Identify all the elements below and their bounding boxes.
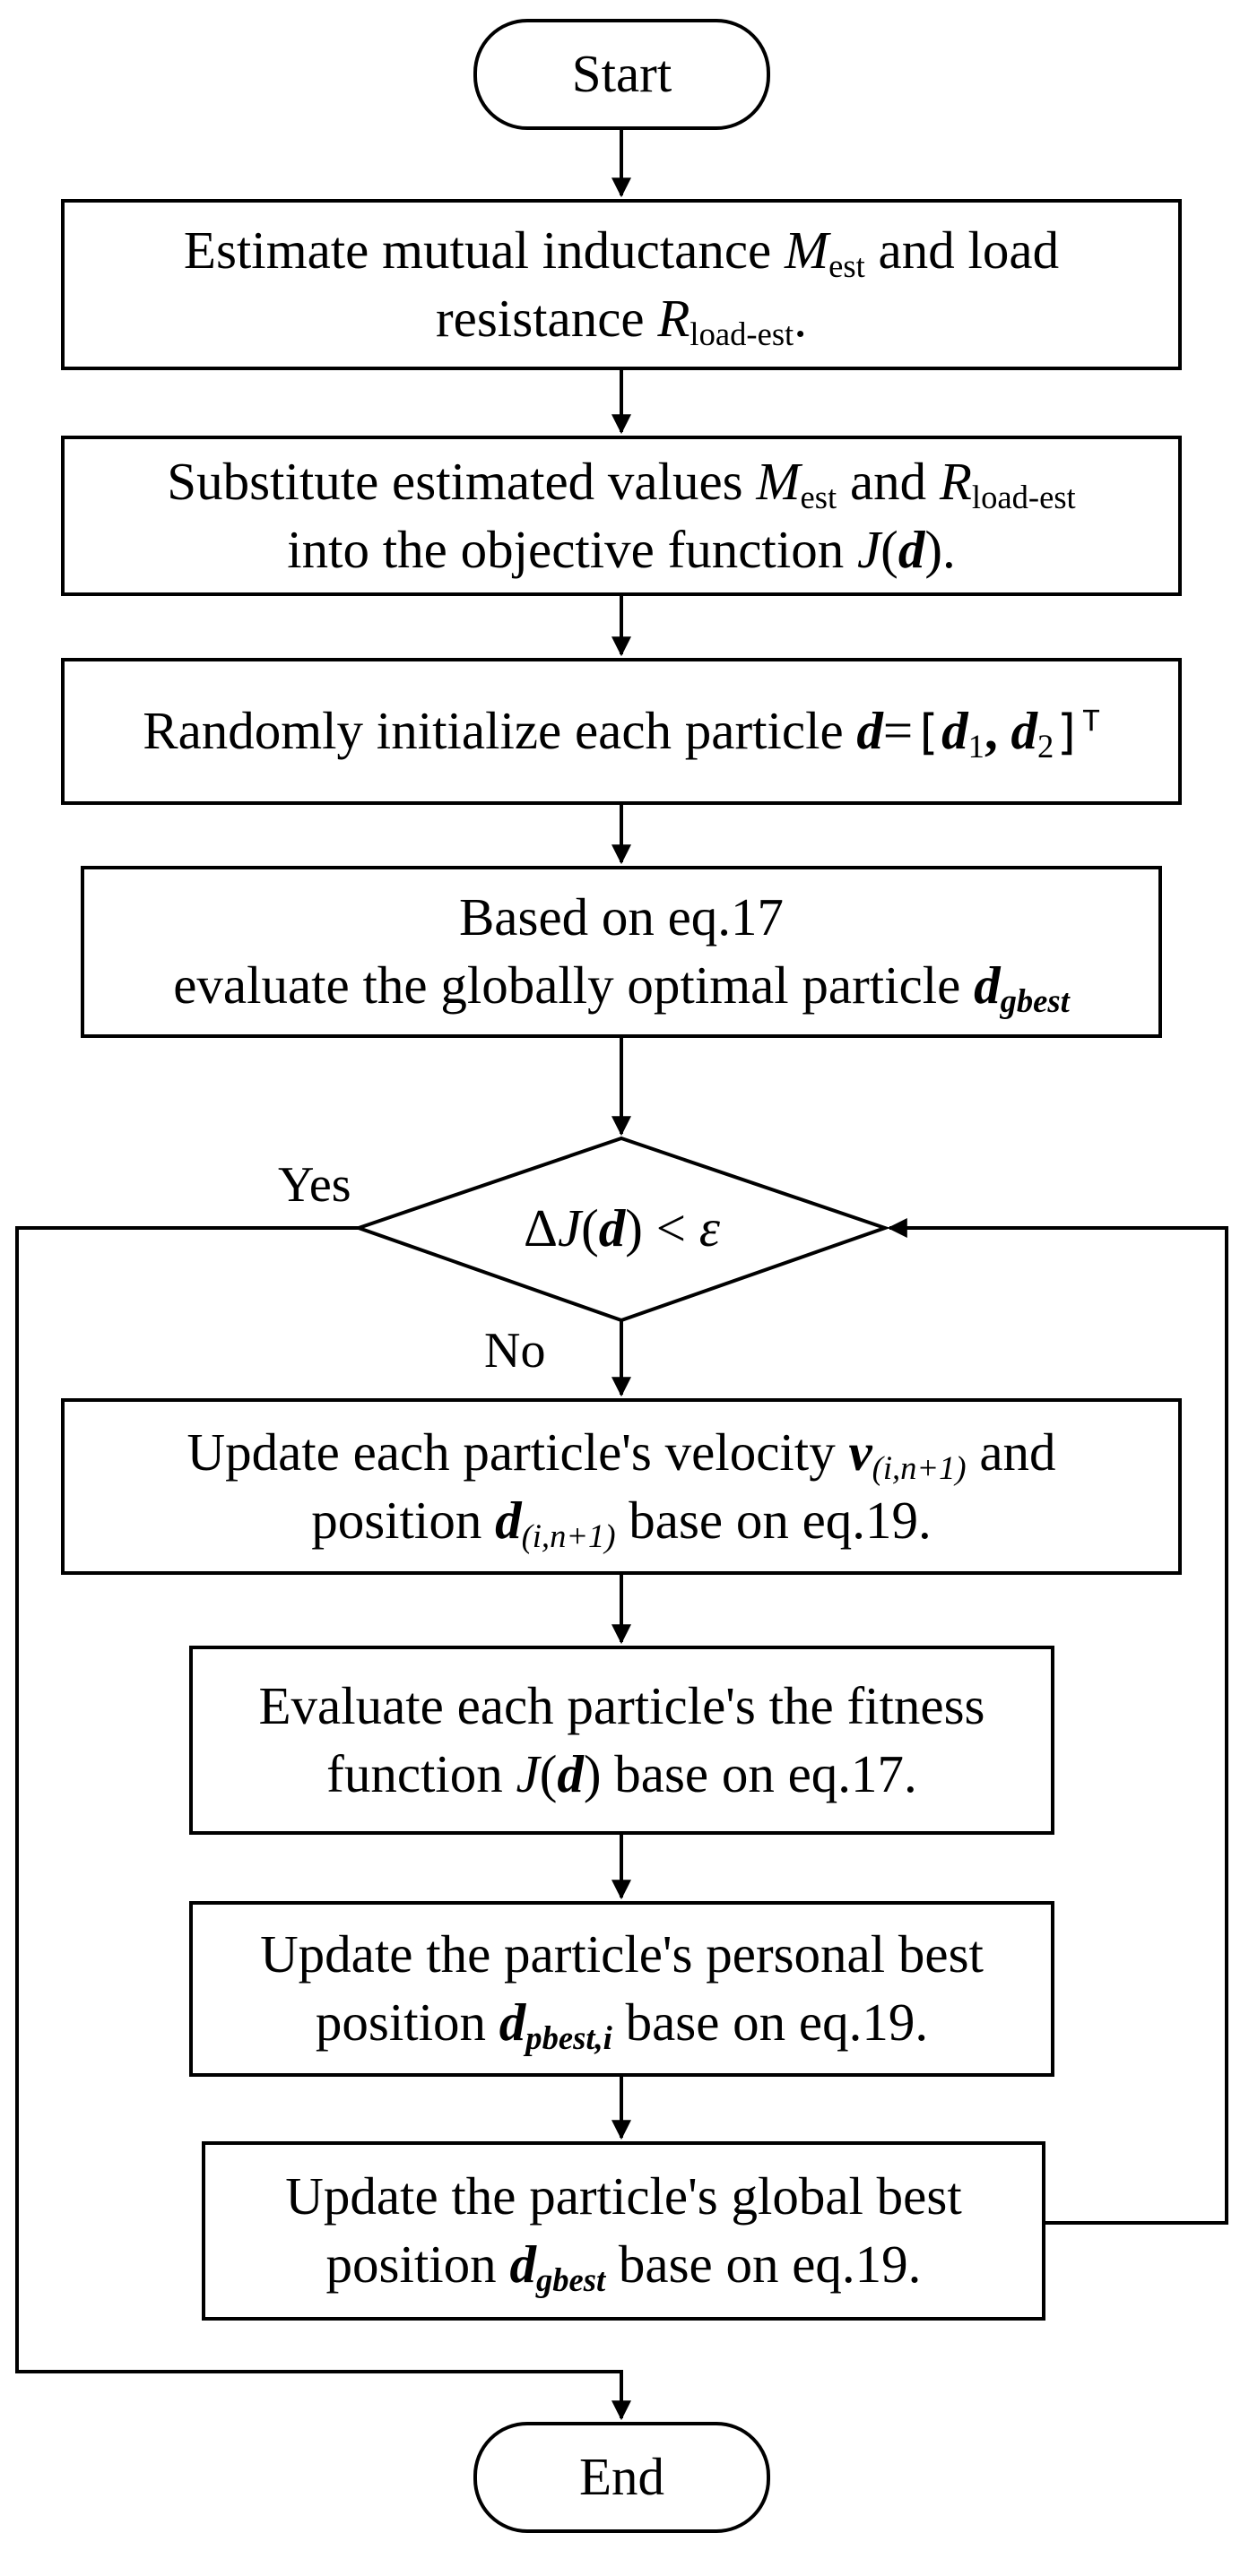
substitute-process: Substitute estimated values Mest and Rlo… — [61, 436, 1182, 596]
evaluate-global-line-1: Based on eq.17 — [458, 887, 785, 947]
no-label: No — [484, 1323, 546, 1379]
estimate-line-1: Estimate mutual inductance Mest and load — [183, 220, 1060, 285]
estimate-line-2: resistance Rload-est. — [436, 288, 807, 352]
update-velocity-line-1: Update each particle's velocity v(i,n+1)… — [186, 1422, 1056, 1487]
start-terminal: Start — [473, 19, 770, 130]
arrow-decision-yes — [15, 1226, 631, 2421]
end-terminal: End — [473, 2422, 770, 2533]
update-velocity-line-2: position d(i,n+1) base on eq.19. — [311, 1490, 932, 1554]
update-personal-line-2: position dpbest,i base on eq.19. — [315, 1993, 929, 2057]
evaluate-fitness-process: Evaluate each particle's the fitness fun… — [189, 1646, 1054, 1835]
evaluate-global-line-2: evaluate the globally optimal particle d… — [173, 955, 1070, 1020]
arrow-loop-back — [887, 1218, 1228, 2225]
update-velocity-process: Update each particle's velocity v(i,n+1)… — [61, 1398, 1182, 1575]
estimate-process: Estimate mutual inductance Mest and load… — [61, 199, 1182, 370]
start-label: Start — [571, 44, 672, 104]
update-global-line-1: Update the particle's global best — [285, 2166, 962, 2226]
substitute-line-2: into the objective function J(d). — [287, 519, 956, 579]
update-global-line-2: position dgbest base on eq.19. — [325, 2235, 922, 2299]
evaluate-fitness-line-2: function J(d) base on eq.17. — [326, 1743, 917, 1803]
update-global-process: Update the particle's global best positi… — [202, 2141, 1045, 2321]
evaluate-global-process: Based on eq.17 evaluate the globally opt… — [81, 866, 1162, 1038]
substitute-line-1: Substitute estimated values Mest and Rlo… — [167, 451, 1076, 516]
update-personal-process: Update the particle's personal best posi… — [189, 1901, 1054, 2077]
initialize-line: Randomly initialize each particle d=[d1,… — [143, 701, 1100, 765]
initialize-process: Randomly initialize each particle d=[d1,… — [61, 658, 1182, 805]
yes-label: Yes — [278, 1157, 351, 1213]
evaluate-fitness-line-1: Evaluate each particle's the fitness — [258, 1675, 985, 1735]
update-personal-line-1: Update the particle's personal best — [260, 1924, 984, 1984]
end-label: End — [578, 2447, 665, 2507]
